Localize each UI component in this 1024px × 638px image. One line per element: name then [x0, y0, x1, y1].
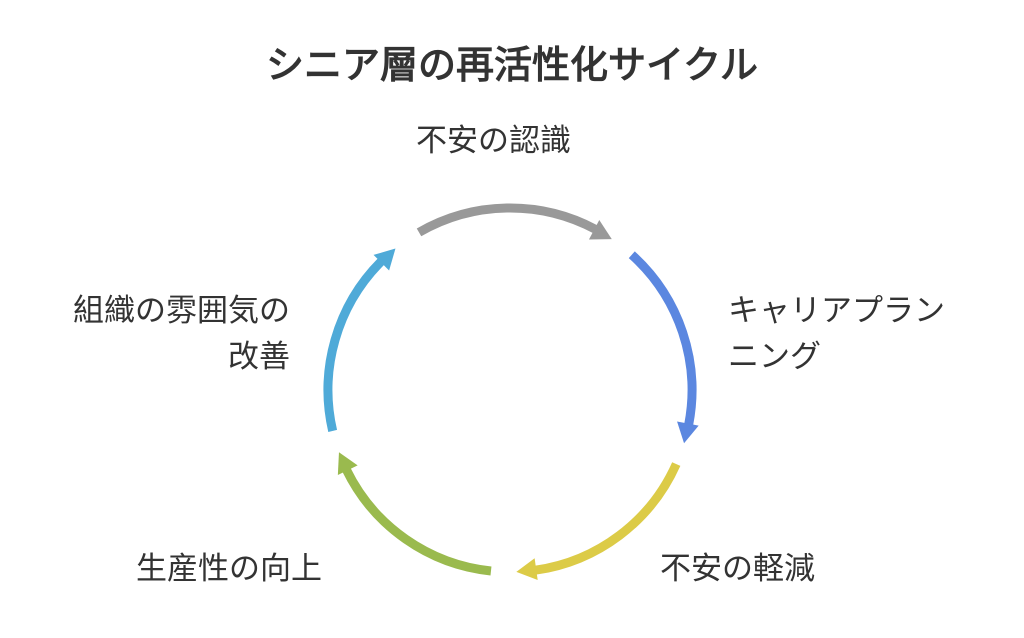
arrowhead-icon: [516, 558, 538, 580]
cycle-arrow-1: [416, 203, 598, 237]
cycle-arrow-5: [323, 258, 385, 432]
step-label-5: 組織の雰囲気の 改善: [30, 288, 290, 380]
step-label-4: 生産性の向上: [136, 551, 322, 587]
step-label-1: 不安の認識: [416, 123, 571, 159]
step-label-2: キャリアプラン ニング: [728, 288, 945, 380]
arrowhead-icon: [337, 452, 358, 476]
cycle-arrow-2: [628, 251, 697, 426]
cycle-arrow-3: [534, 462, 681, 575]
step-label-5-line2: 改善: [228, 339, 290, 375]
arrowhead-icon: [677, 421, 699, 444]
arrowhead-icon: [373, 248, 396, 271]
diagram-title: シニア層の再活性化サイクル: [265, 43, 759, 87]
step-label-2-line2: ニング: [728, 339, 821, 375]
step-label-3: 不安の軽減: [660, 551, 815, 587]
cycle-arrow-4: [342, 467, 492, 576]
step-label-5-line1: 組織の雰囲気の: [73, 293, 290, 329]
arrowhead-icon: [588, 220, 612, 240]
step-label-2-line1: キャリアプラン: [728, 293, 945, 329]
